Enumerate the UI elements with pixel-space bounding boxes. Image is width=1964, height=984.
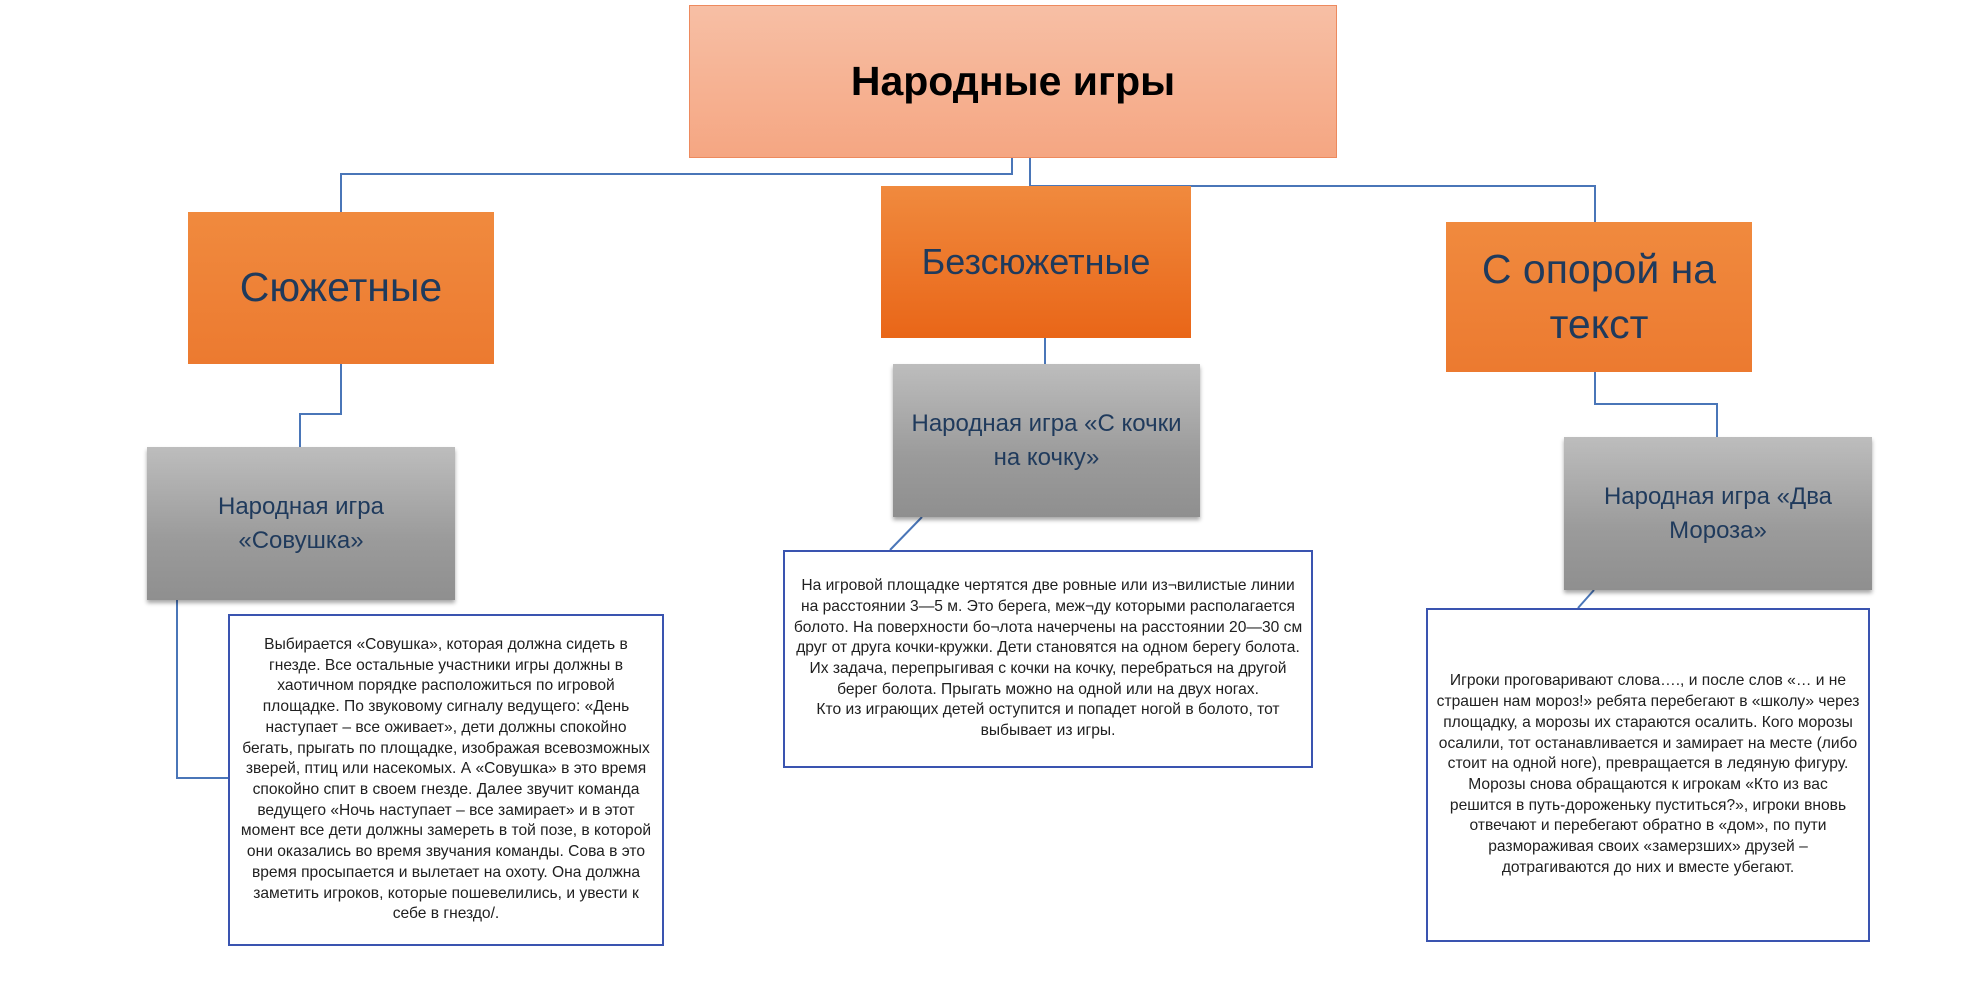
description-dva-moroza: Игроки проговаривают слова…., и после сл… [1426, 608, 1870, 942]
connector-sovushka-to-desc [176, 600, 228, 779]
game-dva-moroza: Народная игра «Два Мороза» [1564, 437, 1872, 590]
connector-root-to-text [1030, 185, 1596, 222]
description-s-kochki-text: На игровой площадке чертятся две ровные … [793, 577, 1303, 740]
game-s-kochki-label: Народная игра «С кочки на кочку» [911, 409, 1182, 471]
game-sovushka: Народная игра «Совушка» [147, 447, 455, 600]
connector-text-to-game [1594, 372, 1718, 437]
connector-plot-to-game [299, 364, 342, 447]
game-dva-moroza-label: Народная игра «Два Мороза» [1603, 482, 1833, 544]
category-plotless-label: Безсюжетные [921, 240, 1151, 282]
category-text-based-label: С опорой на текст [1481, 245, 1717, 347]
category-plot: Сюжетные [188, 212, 494, 364]
category-plot-label: Сюжетные [239, 264, 443, 311]
category-plotless: Безсюжетные [881, 186, 1191, 338]
game-s-kochki: Народная игра «С кочки на кочку» [893, 364, 1200, 517]
connector-kochka-to-desc [889, 516, 923, 551]
category-text-based: С опорой на текст [1446, 222, 1752, 372]
description-dva-moroza-text: Игроки проговаривают слова…., и после сл… [1436, 672, 1860, 876]
connector-moroza-to-desc [1577, 589, 1595, 609]
description-sovushka-text: Выбирается «Совушка», которая должна сид… [240, 635, 652, 923]
connector-root-to-plot [340, 158, 1013, 212]
root-title: Народные игры [850, 58, 1176, 104]
root-node: Народные игры [689, 5, 1337, 158]
description-s-kochki: На игровой площадке чертятся две ровные … [783, 550, 1313, 768]
description-sovushka: Выбирается «Совушка», которая должна сид… [228, 614, 664, 946]
game-sovushka-label: Народная игра «Совушка» [218, 492, 384, 554]
